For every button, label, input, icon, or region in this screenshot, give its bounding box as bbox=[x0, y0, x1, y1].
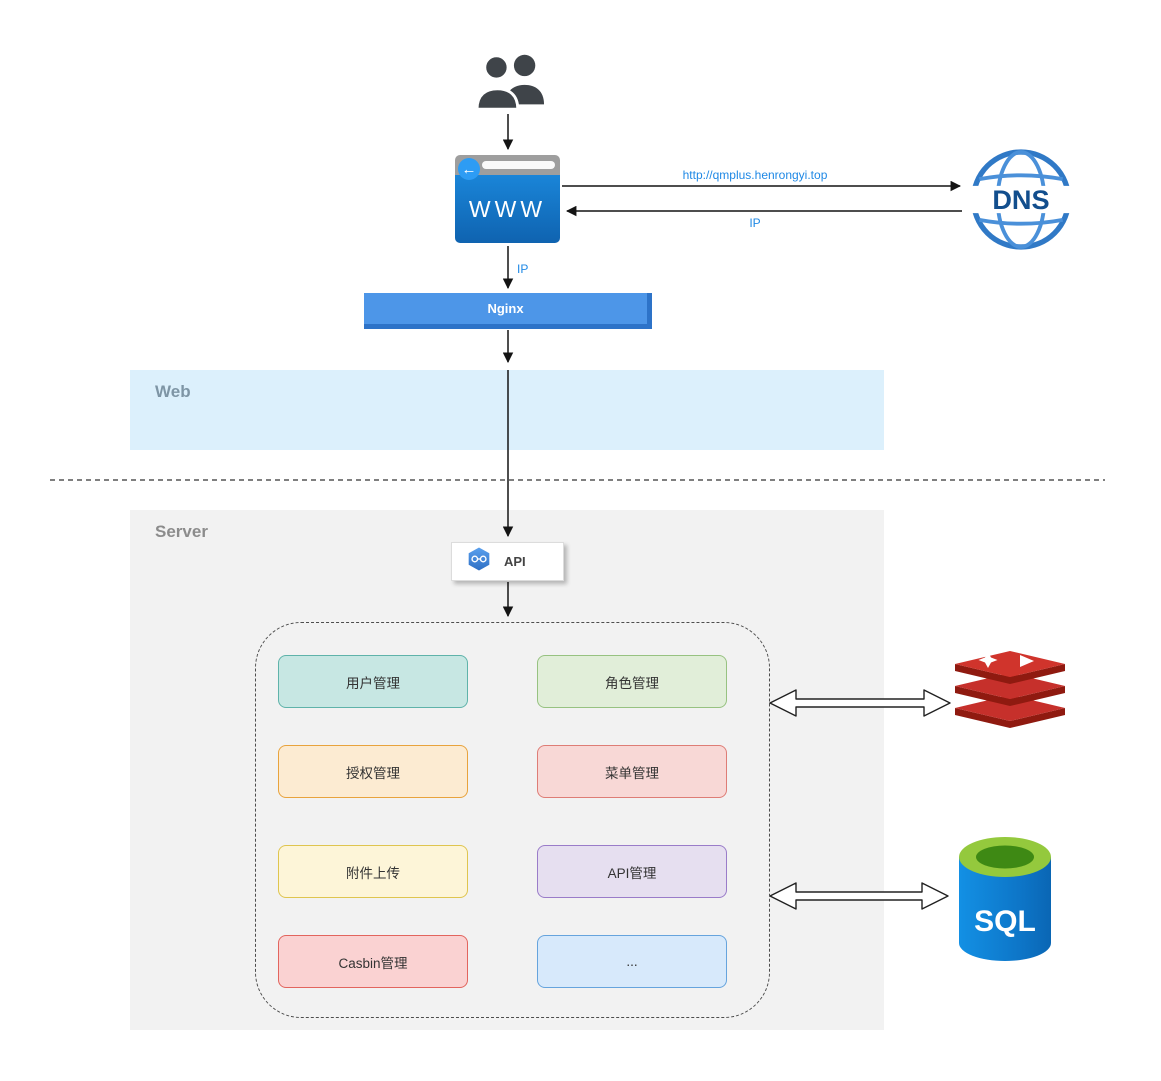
browser-body: WWW bbox=[455, 175, 560, 243]
users-icon bbox=[475, 52, 545, 112]
module-label: ... bbox=[626, 954, 638, 969]
edge-label-ip-dns: IP bbox=[749, 216, 761, 230]
module-api-management: API管理 bbox=[537, 845, 727, 898]
module-role-management: 角色管理 bbox=[537, 655, 727, 708]
redis-icon bbox=[948, 650, 1072, 732]
server-modules-group: 用户管理 角色管理 授权管理 菜单管理 附件上传 API管理 Casbin管理 … bbox=[255, 622, 770, 1018]
browser-back-icon: ← bbox=[458, 158, 480, 180]
module-auth-management: 授权管理 bbox=[278, 745, 468, 798]
module-label: API管理 bbox=[607, 865, 657, 881]
browser-titlebar: ← bbox=[455, 155, 560, 180]
api-label: API bbox=[504, 554, 526, 569]
edge-label-ip-nginx: IP bbox=[517, 262, 529, 276]
dns-label: DNS bbox=[992, 184, 1049, 215]
module-file-upload: 附件上传 bbox=[278, 845, 468, 898]
module-label: 授权管理 bbox=[346, 765, 400, 781]
module-menu-management: 菜单管理 bbox=[537, 745, 727, 798]
browser-www-label: WWW bbox=[468, 195, 547, 222]
module-more: ... bbox=[537, 935, 727, 988]
edge-label-url: http://qmplus.henrongyi.top bbox=[682, 168, 828, 182]
server-zone-label: Server bbox=[155, 522, 208, 541]
dns-globe-icon: DNS bbox=[958, 146, 1084, 253]
module-label: Casbin管理 bbox=[338, 955, 408, 971]
nginx-node: Nginx bbox=[364, 293, 652, 329]
module-label: 附件上传 bbox=[346, 865, 400, 881]
browser-address-bar bbox=[482, 161, 555, 169]
module-user-management: 用户管理 bbox=[278, 655, 468, 708]
module-label: 角色管理 bbox=[605, 675, 659, 691]
api-node: API bbox=[451, 542, 564, 581]
module-label: 用户管理 bbox=[346, 675, 400, 691]
nginx-label: Nginx bbox=[487, 301, 524, 316]
browser-window: ← WWW bbox=[455, 155, 560, 243]
sql-label: SQL bbox=[974, 905, 1036, 938]
module-label: 菜单管理 bbox=[605, 765, 659, 781]
api-hexagon-icon bbox=[466, 546, 492, 577]
web-zone: Web bbox=[130, 370, 884, 450]
module-casbin-management: Casbin管理 bbox=[278, 935, 468, 988]
web-zone-label: Web bbox=[155, 382, 191, 401]
sql-database-icon: SQL bbox=[955, 835, 1055, 963]
